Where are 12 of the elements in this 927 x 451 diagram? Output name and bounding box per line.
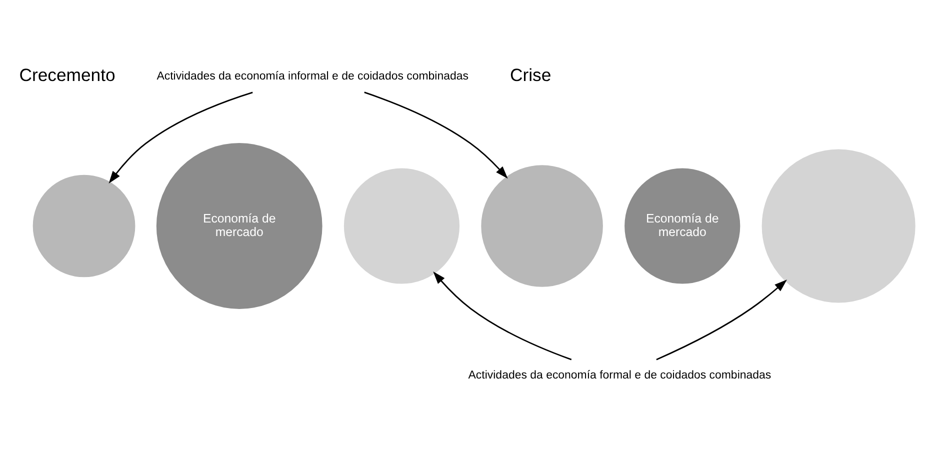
label: Crise xyxy=(510,64,552,84)
arrow xyxy=(364,91,508,178)
arrow xyxy=(108,91,253,184)
node-circle: Economía de mercado xyxy=(624,168,740,284)
arrow xyxy=(433,271,572,360)
node-text: Actividades da economía informal e de coidados combinadas xyxy=(156,70,468,82)
node-text: Actividades da economía formal e de coidados combinadas xyxy=(468,369,772,382)
node-circle xyxy=(32,174,136,277)
arrow xyxy=(656,279,787,360)
node-circle xyxy=(762,148,916,302)
label: Crecemento xyxy=(19,64,116,84)
node-circle: Economía de mercado xyxy=(156,142,322,308)
